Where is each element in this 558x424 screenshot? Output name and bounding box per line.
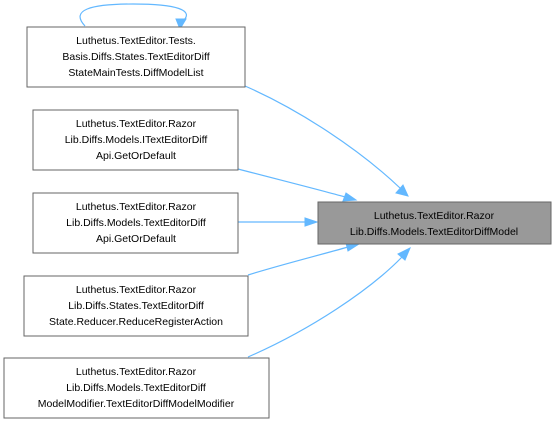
node-tests-box (26, 26, 246, 88)
node-tests-line-1: Luthetus.TextEditor.Tests. (76, 35, 196, 47)
edge-modifier-to-target-arrowhead (397, 246, 411, 261)
node-tests-line-3: StateMainTests.DiffModelList (68, 67, 203, 79)
node-modifier-line-2: Lib.Diffs.Models.TextEditorDiff (66, 382, 206, 394)
edge-tests-to-target-arrowhead (395, 184, 409, 197)
edge-iface-to-target-arrowhead (342, 192, 358, 202)
node-reducer-box (23, 275, 249, 337)
node-impl-box (32, 192, 239, 254)
node-target-box (317, 201, 552, 245)
node-iface-line-3: Api.GetOrDefault (96, 150, 176, 162)
node-reducer-line-2: Lib.Diffs.States.TextEditorDiff (68, 300, 204, 312)
node-iface-line-1: Luthetus.TextEditor.Razor (76, 118, 197, 130)
edge-reducer-to-target (247, 246, 349, 276)
node-tests[interactable]: Luthetus.TextEditor.Tests. Basis.Diffs.S… (26, 26, 246, 88)
edge-modifier-to-target (247, 256, 403, 358)
edge-tests-to-target (244, 85, 401, 189)
node-target[interactable]: Luthetus.TextEditor.Razor Lib.Diffs.Mode… (317, 201, 552, 245)
node-iface[interactable]: Luthetus.TextEditor.Razor Lib.Diffs.Mode… (32, 109, 239, 171)
node-impl-line-1: Luthetus.TextEditor.Razor (76, 201, 197, 213)
node-reducer-line-3: State.Reducer.ReduceRegisterAction (49, 316, 223, 328)
node-iface-line-2: Lib.Diffs.Models.ITextEditorDiff (65, 134, 208, 146)
node-impl-line-3: Api.GetOrDefault (96, 233, 176, 245)
node-impl-line-2: Lib.Diffs.Models.TextEditorDiff (66, 217, 206, 229)
node-impl[interactable]: Luthetus.TextEditor.Razor Lib.Diffs.Mode… (32, 192, 239, 254)
edge-tests-self (79, 3, 187, 27)
node-target-line-1: Luthetus.TextEditor.Razor (374, 210, 495, 222)
edge-impl-to-target-arrowhead (304, 217, 319, 227)
node-reducer-line-1: Luthetus.TextEditor.Razor (76, 284, 197, 296)
node-target-line-2: Lib.Diffs.Models.TextEditorDiffModel (350, 226, 518, 238)
node-reducer[interactable]: Luthetus.TextEditor.Razor Lib.Diffs.Stat… (23, 275, 249, 337)
node-modifier-box (3, 357, 270, 419)
node-modifier[interactable]: Luthetus.TextEditor.Razor Lib.Diffs.Mode… (3, 357, 270, 419)
node-tests-line-2: Basis.Diffs.States.TextEditorDiff (62, 51, 209, 63)
edge-tests-self-arrowhead (175, 18, 187, 31)
node-modifier-line-1: Luthetus.TextEditor.Razor (76, 366, 197, 378)
edges (79, 3, 411, 358)
node-iface-box (32, 109, 239, 171)
edge-iface-to-target (237, 168, 346, 198)
node-modifier-line-3: ModelModifier.TextEditorDiffModelModifie… (38, 398, 235, 410)
